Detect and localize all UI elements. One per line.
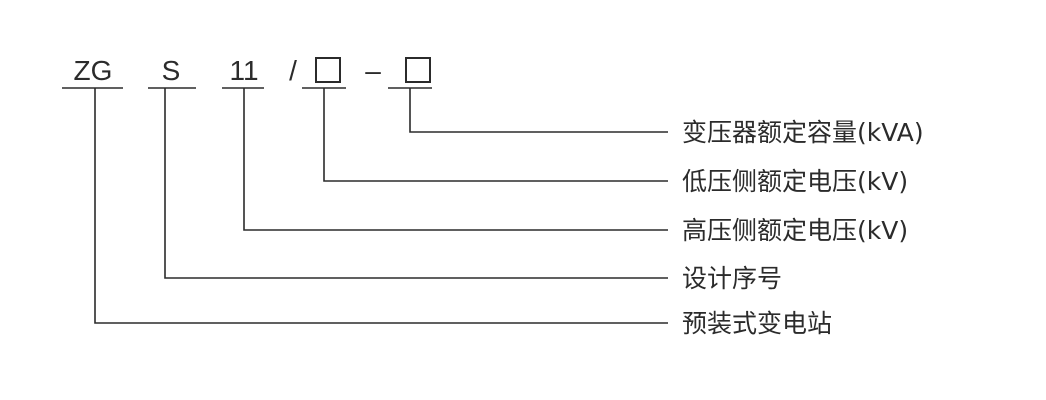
label-high-voltage: 高压侧额定电压(kV): [682, 216, 908, 245]
leader-capacity: [409, 88, 668, 133]
code-part-s: S: [162, 55, 181, 86]
code-part-zg: ZG: [74, 55, 113, 86]
leader-substation: [94, 88, 668, 324]
code-part-11: 11: [229, 55, 258, 86]
label-capacity: 变压器额定容量(kVA): [682, 118, 924, 147]
low-voltage-placeholder-box: [315, 57, 341, 83]
leader-high-voltage: [243, 88, 668, 231]
leader-design-seq: [164, 88, 668, 279]
label-substation: 预装式变电站: [682, 309, 832, 338]
label-design-seq: 设计序号: [682, 264, 782, 293]
code-dash: –: [365, 55, 381, 86]
code-slash: /: [289, 55, 297, 86]
leader-low-voltage: [323, 88, 668, 182]
capacity-placeholder-box: [405, 57, 431, 83]
label-low-voltage: 低压侧额定电压(kV): [682, 167, 908, 196]
